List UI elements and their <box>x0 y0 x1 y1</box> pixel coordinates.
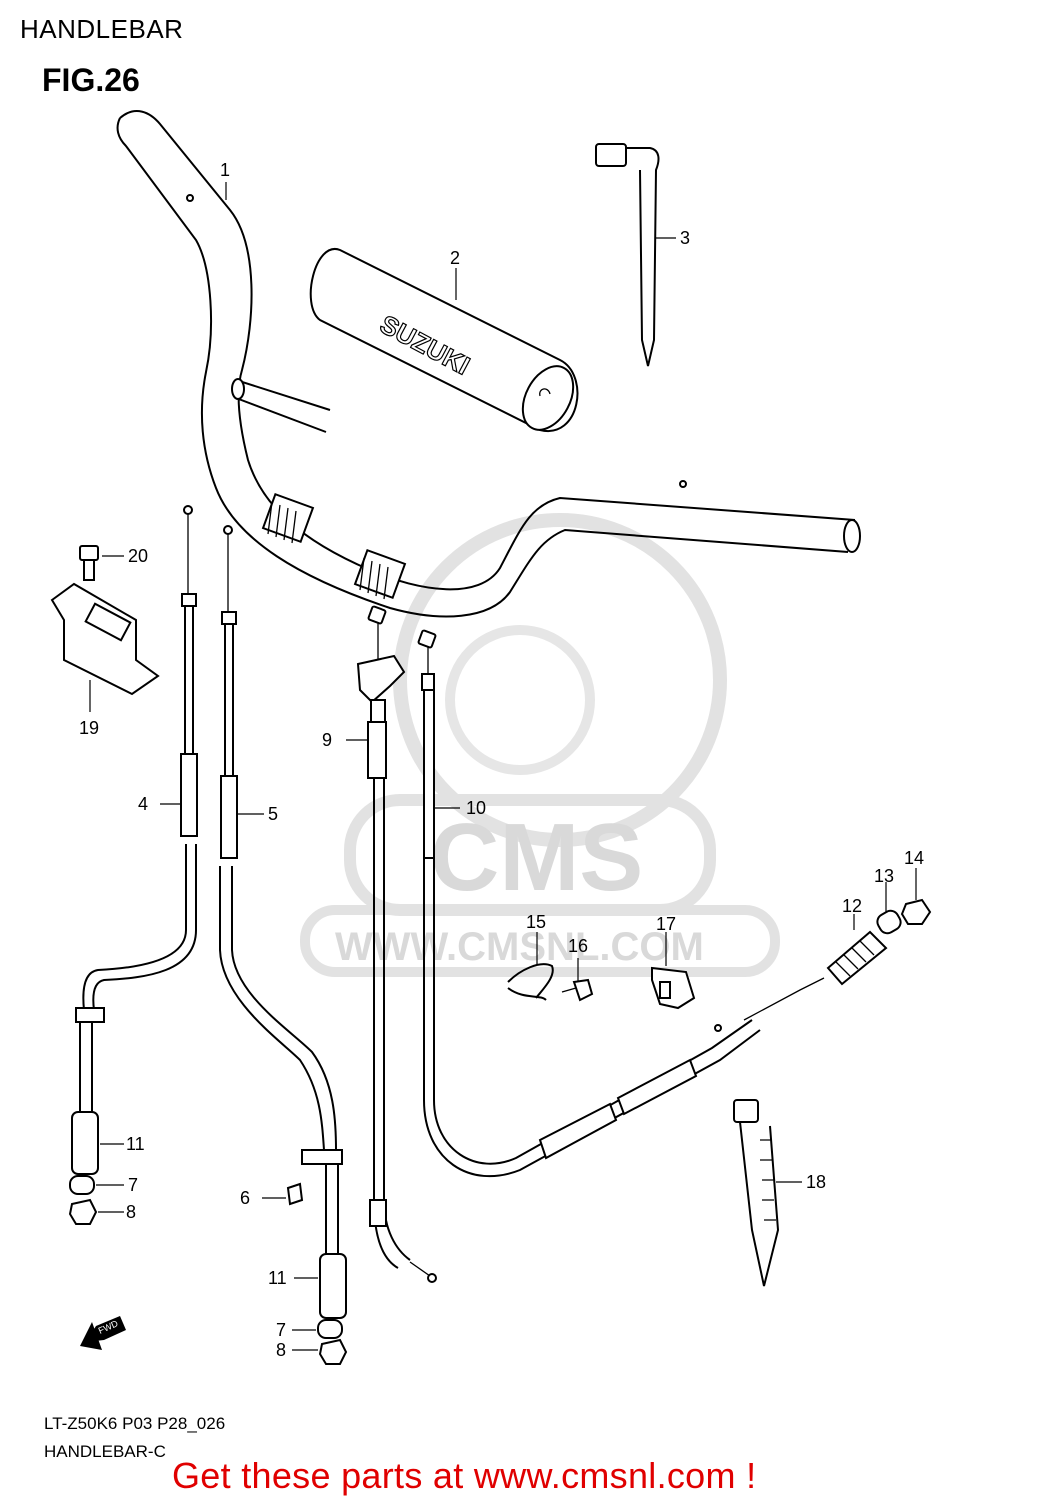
page-header: HANDLEBAR <box>20 14 184 44</box>
diagram-name: HANDLEBAR-C <box>44 1442 166 1461</box>
callout-4: 4 <box>138 794 148 814</box>
cable-4: 4 11 7 8 <box>68 505 198 1225</box>
callout-14: 14 <box>904 848 924 868</box>
callout-19: 15 <box>526 912 546 932</box>
callout-20: 16 <box>568 936 588 956</box>
cable-9: 9 <box>322 605 437 1283</box>
model-code: LT-Z50K6 P03 P28_026 <box>44 1414 226 1433</box>
handlebar-pad: SUZUKI 2 <box>309 248 579 433</box>
forward-arrow-icon: FWD <box>80 1316 126 1350</box>
callout-17: 19 <box>79 718 99 738</box>
callout-1: 1 <box>220 160 230 180</box>
callout-3: 3 <box>680 228 690 248</box>
clip-19: 15 <box>507 912 554 1001</box>
adjuster-13: 13 <box>874 866 902 935</box>
callout-2: 2 <box>450 248 460 268</box>
callout-18: 20 <box>128 546 148 566</box>
callout-5: 5 <box>268 804 278 824</box>
handlebar: 1 <box>116 110 861 618</box>
nut-14: 14 <box>900 848 932 925</box>
callout-10: 10 <box>466 798 486 818</box>
bracket-17: 19 <box>50 582 160 738</box>
bolt-18: 20 <box>79 545 148 581</box>
callout-13: 13 <box>874 866 894 886</box>
callout-11a: 11 <box>126 1134 145 1154</box>
callout-7b: 7 <box>276 1320 286 1340</box>
wire-tie-16: 18 <box>733 1099 826 1287</box>
callout-8a: 8 <box>126 1202 136 1222</box>
callout-9: 9 <box>322 730 332 750</box>
wire-tie-3: 3 <box>595 143 690 367</box>
callout-7a: 7 <box>128 1175 138 1195</box>
cable-10: 10 <box>417 629 825 1178</box>
callout-12: 12 <box>842 896 862 916</box>
cable-5: 5 6 11 7 8 <box>219 525 348 1365</box>
callout-6: 6 <box>240 1188 250 1208</box>
figure-label: FIG.26 <box>42 62 140 98</box>
watermark-logo: CMS <box>430 804 643 911</box>
callout-15: 17 <box>656 914 676 934</box>
watermark-url: WWW.CMSNL.COM <box>335 925 704 969</box>
callout-8b: 8 <box>276 1340 286 1360</box>
callout-11b: 11 <box>268 1268 287 1288</box>
footer-cta-link[interactable]: Get these parts at www.cmsnl.com ! <box>172 1455 757 1496</box>
screw-20: 16 <box>561 936 594 1002</box>
boot-12: 12 <box>826 896 888 986</box>
holder-15: 17 <box>651 914 696 1010</box>
watermark: CMS WWW.CMSNL.COM <box>300 513 780 977</box>
callout-16: 18 <box>806 1172 826 1192</box>
